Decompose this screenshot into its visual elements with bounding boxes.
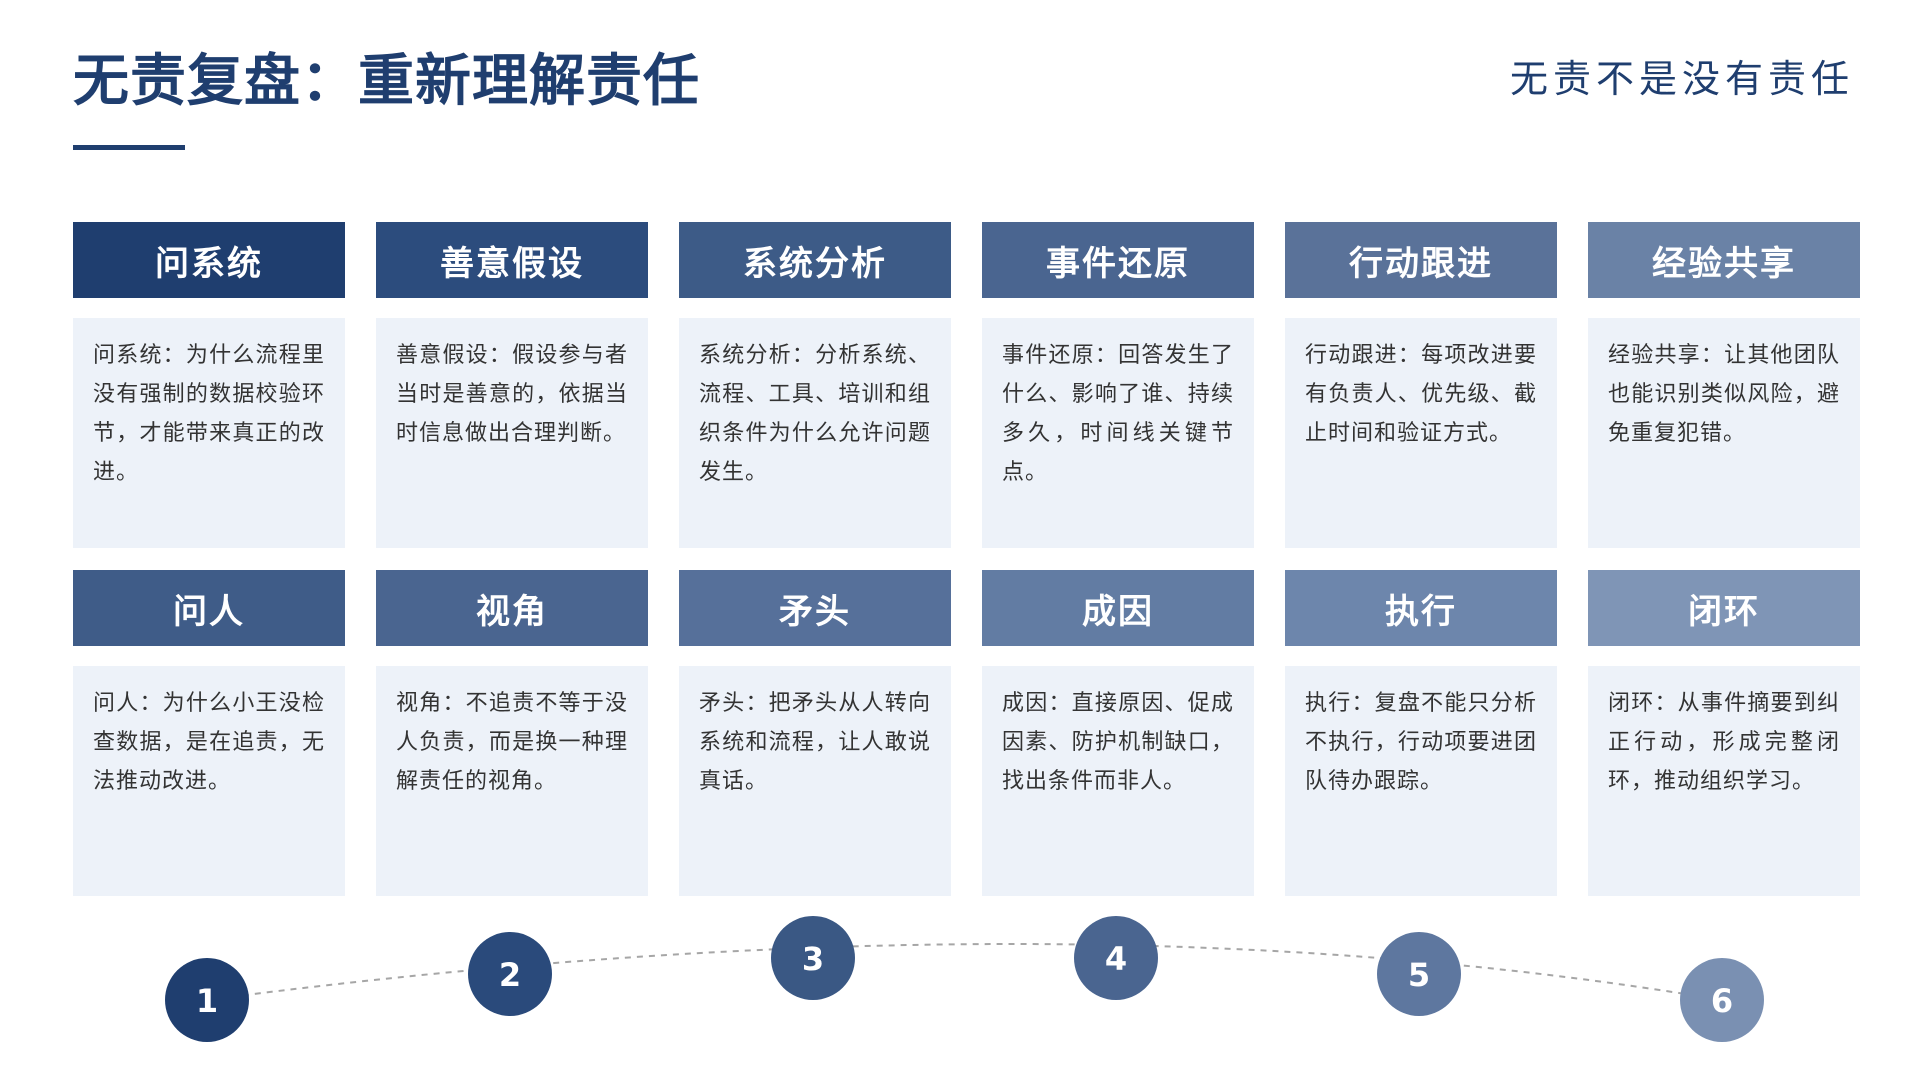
card-header: 行动跟进 — [1285, 222, 1557, 298]
timeline-node-label: 5 — [1408, 956, 1430, 994]
timeline-node-circle — [1074, 916, 1158, 1000]
card-header: 闭环 — [1588, 570, 1860, 646]
card-execution: 执行 执行：复盘不能只分析不执行，行动项要进团队待办跟踪。 — [1285, 570, 1557, 896]
timeline-node-1: 1 — [165, 958, 249, 1042]
title-underline — [73, 145, 185, 150]
card-experience-sharing: 经验共享 经验共享：让其他团队也能识别类似风险，避免重复犯错。 — [1588, 222, 1860, 548]
timeline-node-label: 3 — [802, 940, 824, 978]
card-body: 系统分析：分析系统、流程、工具、培训和组织条件为什么允许问题发生。 — [679, 318, 951, 548]
card-body: 成因：直接原因、促成因素、防护机制缺口，找出条件而非人。 — [982, 666, 1254, 896]
card-header: 事件还原 — [982, 222, 1254, 298]
card-person: 问人 问人：为什么小王没检查数据，是在追责，无法推动改进。 — [73, 570, 345, 896]
card-causes: 成因 成因：直接原因、促成因素、防护机制缺口，找出条件而非人。 — [982, 570, 1254, 896]
timeline-node-circle — [1377, 932, 1461, 1016]
timeline-node-3: 3 — [771, 916, 855, 1000]
card-body: 经验共享：让其他团队也能识别类似风险，避免重复犯错。 — [1588, 318, 1860, 548]
timeline-node-5: 5 — [1377, 932, 1461, 1016]
card-body: 问系统：为什么流程里没有强制的数据校验环节，才能带来真正的改进。 — [73, 318, 345, 548]
timeline-node-circle — [771, 916, 855, 1000]
card-system: 问系统 问系统：为什么流程里没有强制的数据校验环节，才能带来真正的改进。 — [73, 222, 345, 548]
card-spearhead: 矛头 矛头：把矛头从人转向系统和流程，让人敢说真话。 — [679, 570, 951, 896]
card-body: 善意假设：假设参与者当时是善意的，依据当时信息做出合理判断。 — [376, 318, 648, 548]
timeline-node-label: 6 — [1711, 982, 1733, 1020]
card-perspective: 视角 视角：不追责不等于没人负责，而是换一种理解责任的视角。 — [376, 570, 648, 896]
card-header: 矛头 — [679, 570, 951, 646]
timeline-node-circle — [165, 958, 249, 1042]
card-header: 问系统 — [73, 222, 345, 298]
page-title: 无责复盘：重新理解责任 — [73, 49, 700, 114]
timeline-node-6: 6 — [1680, 958, 1764, 1042]
timeline-node-4: 4 — [1074, 916, 1158, 1000]
card-action-follow-up: 行动跟进 行动跟进：每项改进要有负责人、优先级、截止时间和验证方式。 — [1285, 222, 1557, 548]
card-body: 矛头：把矛头从人转向系统和流程，让人敢说真话。 — [679, 666, 951, 896]
timeline-node-circle — [468, 932, 552, 1016]
card-good-faith: 善意假设 善意假设：假设参与者当时是善意的，依据当时信息做出合理判断。 — [376, 222, 648, 548]
card-body: 事件还原：回答发生了什么、影响了谁、持续多久，时间线关键节点。 — [982, 318, 1254, 548]
card-event-reconstruction: 事件还原 事件还原：回答发生了什么、影响了谁、持续多久，时间线关键节点。 — [982, 222, 1254, 548]
timeline-node-label: 1 — [196, 982, 218, 1020]
card-body: 问人：为什么小王没检查数据，是在追责，无法推动改进。 — [73, 666, 345, 896]
card-body: 视角：不追责不等于没人负责，而是换一种理解责任的视角。 — [376, 666, 648, 896]
card-header: 善意假设 — [376, 222, 648, 298]
card-header: 问人 — [73, 570, 345, 646]
card-system-analysis: 系统分析 系统分析：分析系统、流程、工具、培训和组织条件为什么允许问题发生。 — [679, 222, 951, 548]
page-tagline: 无责不是没有责任 — [1509, 57, 1854, 101]
card-header: 成因 — [982, 570, 1254, 646]
card-header: 执行 — [1285, 570, 1557, 646]
timeline-curve — [206, 943, 1723, 1001]
card-header: 经验共享 — [1588, 222, 1860, 298]
timeline-node-label: 4 — [1105, 940, 1127, 978]
timeline-node-label: 2 — [499, 956, 521, 994]
card-closed-loop: 闭环 闭环：从事件摘要到纠正行动，形成完整闭环，推动组织学习。 — [1588, 570, 1860, 896]
card-body: 闭环：从事件摘要到纠正行动，形成完整闭环，推动组织学习。 — [1588, 666, 1860, 896]
card-header: 视角 — [376, 570, 648, 646]
card-header: 系统分析 — [679, 222, 951, 298]
card-body: 执行：复盘不能只分析不执行，行动项要进团队待办跟踪。 — [1285, 666, 1557, 896]
timeline-node-circle — [1680, 958, 1764, 1042]
timeline-node-2: 2 — [468, 932, 552, 1016]
card-body: 行动跟进：每项改进要有负责人、优先级、截止时间和验证方式。 — [1285, 318, 1557, 548]
